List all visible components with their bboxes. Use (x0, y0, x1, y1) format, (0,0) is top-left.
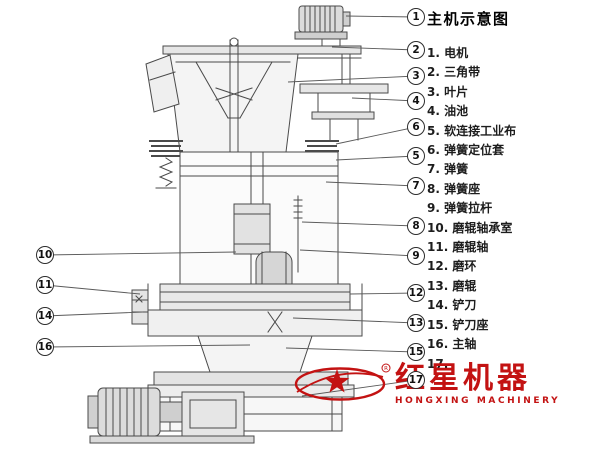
classifier-housing (167, 37, 299, 153)
leader-line-12 (349, 292, 417, 295)
feed-hopper (145, 54, 180, 113)
leader-line-6 (335, 126, 417, 145)
leader-line-9 (299, 249, 417, 257)
legend-item-15: 15. 铲刀座 (427, 317, 489, 332)
legend-item-11: 11. 磨辊轴 (427, 240, 489, 255)
leader-lines (44, 15, 417, 397)
brand-name-en: HONGXING MACHINERY (395, 396, 561, 406)
leader-line-15 (285, 347, 417, 353)
leader-line-2 (331, 46, 417, 51)
leader-line-10 (44, 251, 237, 256)
legend-item-14: 14. 铲刀 (427, 298, 477, 313)
coupling (159, 401, 183, 423)
legend-item-5: 5. 软连接工业布 (427, 123, 517, 138)
leader-line-5 (335, 155, 417, 161)
legend-item-17: 17. (427, 356, 449, 371)
legend-item-3: 3. 叶片 (427, 84, 469, 99)
blades (215, 87, 253, 101)
legend-item-4: 4. 油池 (427, 104, 469, 119)
grinding-ring-base (131, 283, 363, 337)
star-icon (324, 369, 350, 393)
leader-line-3 (287, 75, 417, 83)
brand-name: 红星机器 (395, 361, 531, 396)
grinding-ring (159, 283, 351, 311)
legend-list: 1. 电机 2. 三角带 3. 叶片 4. 油池 5. 软连接工业布 6. 弹簧定位套 7.… (427, 44, 599, 374)
legend-item-7: 7. 弹簧 (427, 162, 469, 177)
page-title: 主机示意图 (427, 10, 510, 28)
legend-item-10: 10. 磨辊轴承室 (427, 220, 513, 235)
gearbox (89, 391, 255, 444)
brand-watermark: R 红星机器 HONGXING MACHINERY (293, 361, 560, 407)
leader-line-8 (301, 221, 417, 227)
legend-panel: 主机示意图 1. 电机 2. 三角带 3. 叶片 4. 油池 5. 软连接工业布 6. 弹… (427, 8, 599, 374)
machine-drawing (87, 5, 389, 444)
legend-item-9: 9. 弹簧拉杆 (427, 201, 493, 216)
shovel-blade (267, 311, 283, 333)
registered-mark: R (384, 366, 388, 372)
hongxing-logo-icon: R (294, 363, 391, 401)
legend-item-12: 12. 磨环 (427, 259, 477, 274)
legend-item-1: 1. 电机 (427, 46, 469, 60)
legend-item-6: 6. 弹簧定位套 (427, 143, 505, 158)
legend-item-16: 16. 主轴 (427, 337, 477, 352)
top-motor (294, 5, 351, 47)
leader-line-16 (44, 344, 251, 348)
legend-item-2: 2. 三角带 (427, 65, 481, 80)
bottom-motor (87, 387, 183, 437)
leader-line-1 (345, 15, 417, 18)
leader-line-13 (292, 317, 417, 324)
legend-item-8: 8. 弹簧座 (427, 181, 481, 196)
leader-line-4 (351, 97, 417, 102)
leader-line-7 (325, 181, 417, 187)
leader-line-14 (44, 311, 144, 317)
brand-text-block: 红星机器 HONGXING MACHINERY (395, 362, 560, 406)
leader-line-17 (301, 379, 417, 397)
legend-item-13: 13. 磨辊 (427, 278, 477, 293)
bearing-chamber (233, 203, 271, 255)
leader-line-11 (44, 284, 141, 295)
